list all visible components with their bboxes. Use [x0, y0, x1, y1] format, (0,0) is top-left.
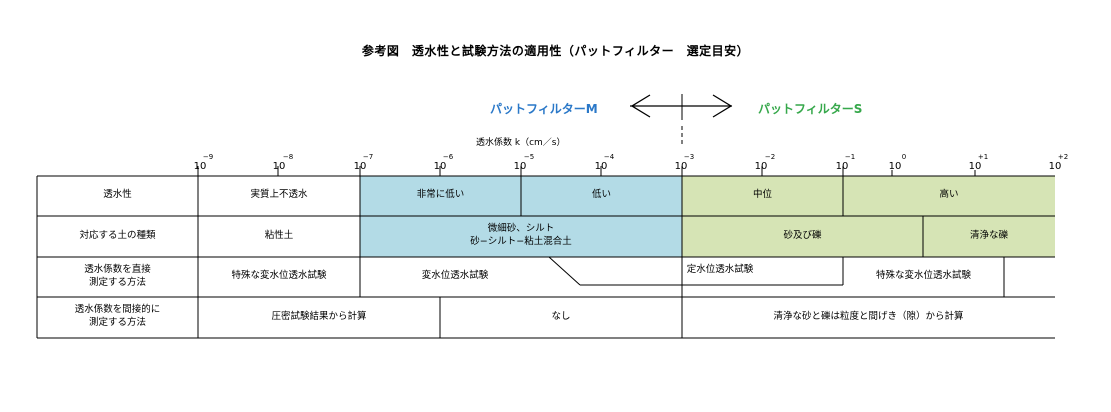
row-header-soil: 対応する土の種類 [79, 230, 156, 241]
scale-exp: −3 [683, 153, 695, 161]
cell-sand-gravel: 砂及び礫 [783, 230, 822, 241]
cell-grain-size: 清浄な砂と礫は粒度と間げき（隙）から計算 [773, 311, 964, 322]
cell-clean-gravel: 清浄な礫 [969, 230, 1008, 241]
scale-exp: −7 [362, 153, 374, 161]
row-header-indirect-line2: 測定する方法 [88, 317, 146, 328]
row-header-permeability: 透水性 [103, 189, 132, 200]
scale-exp: −5 [523, 153, 535, 161]
double-arrow-icon [630, 94, 733, 118]
scale-base: 10 [888, 161, 902, 172]
cell-fine-soil-line2: 砂−シルト−粘土混合土 [470, 236, 572, 247]
filter-m-label: パットフィルターM [490, 102, 598, 116]
cell-special-falling-head-right: 特殊な変水位透水試験 [875, 270, 971, 281]
scale-exp: +2 [1057, 153, 1069, 161]
cell-falling-head: 変水位透水試験 [421, 270, 489, 281]
scale-exp: 0 [901, 153, 907, 161]
cell-consolidation: 圧密試験結果から計算 [271, 311, 367, 322]
cell-special-falling-head-left: 特殊な変水位透水試験 [231, 270, 327, 281]
scale-base: 10 [674, 161, 688, 172]
scale-exp: −1 [844, 153, 856, 161]
cell-very-low: 非常に低い [416, 189, 465, 200]
scale-base: 10 [968, 161, 982, 172]
cell-medium: 中位 [752, 189, 772, 200]
cell-constant-head: 定水位透水試験 [686, 264, 754, 275]
scale-base: 10 [835, 161, 849, 172]
scale-exp: −9 [202, 153, 214, 161]
scale-exp: +1 [977, 153, 989, 161]
cell-fine-soil-line1: 微細砂、シルト [487, 223, 555, 234]
scale-base: 10 [513, 161, 527, 172]
scale-base: 10 [1048, 161, 1062, 172]
cell-none: なし [551, 311, 571, 322]
scale-base: 10 [272, 161, 286, 172]
row-header-direct-line1: 透水係数を直接 [84, 264, 151, 275]
row-header-direct-line2: 測定する方法 [88, 277, 146, 288]
scale-exp: −4 [603, 153, 615, 161]
scale-base: 10 [193, 161, 207, 172]
cell-low: 低い [591, 189, 611, 200]
cell-high: 高い [939, 189, 959, 200]
scale-exp: −2 [764, 153, 776, 161]
chart-title: 参考図 透水性と試験方法の適用性（パットフィルター 選定目安） [361, 44, 750, 58]
scale-exp: −8 [282, 153, 294, 161]
scale-exp: −6 [442, 153, 454, 161]
coefficient-axis-label: 透水係数 k（cm／s） [476, 138, 566, 148]
scale-base: 10 [754, 161, 768, 172]
filter-s-label: パットフィルターS [758, 102, 863, 116]
row-header-indirect-line1: 透水係数を間接的に [74, 304, 161, 315]
cell-impermeable: 実質上不透水 [250, 189, 308, 200]
cell-clay: 粘性土 [264, 230, 294, 241]
